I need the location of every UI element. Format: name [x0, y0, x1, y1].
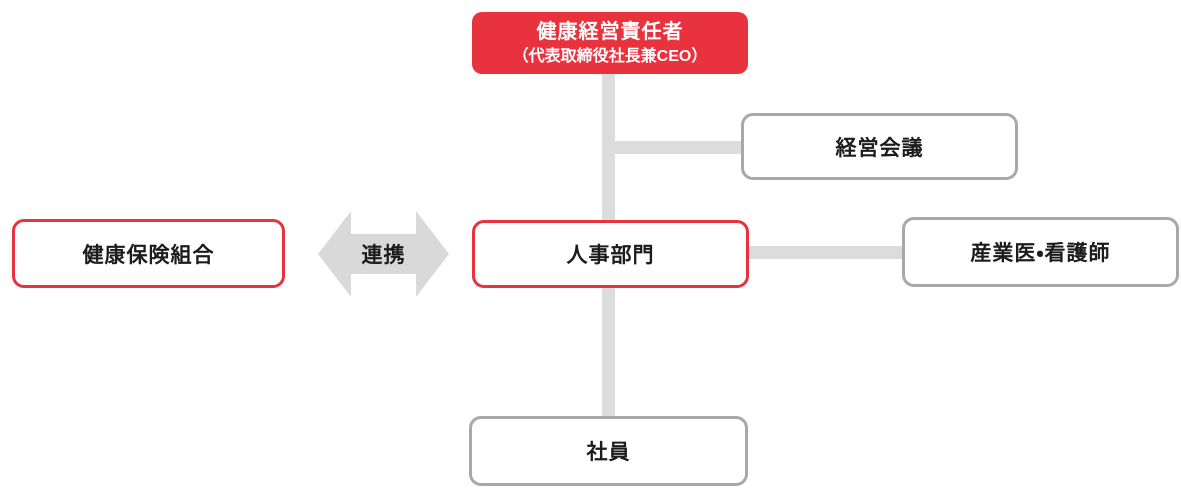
employees-box: 社員 — [469, 416, 748, 486]
double-arrow-icon — [318, 211, 449, 297]
cooperation-arrow-label: 連携 — [361, 244, 406, 267]
health-insurance-union-box: 健康保険組合 — [12, 219, 285, 288]
occupational-physician-nurse-label: 産業医・看護師 — [970, 242, 1111, 265]
officer-subtitle-text: （代表取締役社長兼CEO） — [512, 47, 708, 65]
connector-physician-branch — [746, 246, 904, 259]
connector-bottom-vertical — [602, 286, 615, 419]
management-meeting-box: 経営会議 — [741, 113, 1018, 180]
cooperation-arrow: 連携 — [318, 211, 449, 297]
connector-meeting-branch — [602, 141, 743, 154]
management-meeting-label: 経営会議 — [835, 136, 924, 160]
health-insurance-union-label: 健康保険組合 — [82, 243, 215, 267]
health-management-officer-box: 健康経営責任者 （代表取締役社長兼CEO） — [472, 12, 748, 74]
employees-label: 社員 — [586, 441, 631, 464]
occupational-physician-nurse-box: 産業医・看護師 — [902, 217, 1179, 287]
hr-department-label: 人事部門 — [566, 244, 655, 267]
officer-title-text: 健康経営責任者 — [536, 20, 684, 43]
hr-department-box: 人事部門 — [472, 220, 749, 288]
